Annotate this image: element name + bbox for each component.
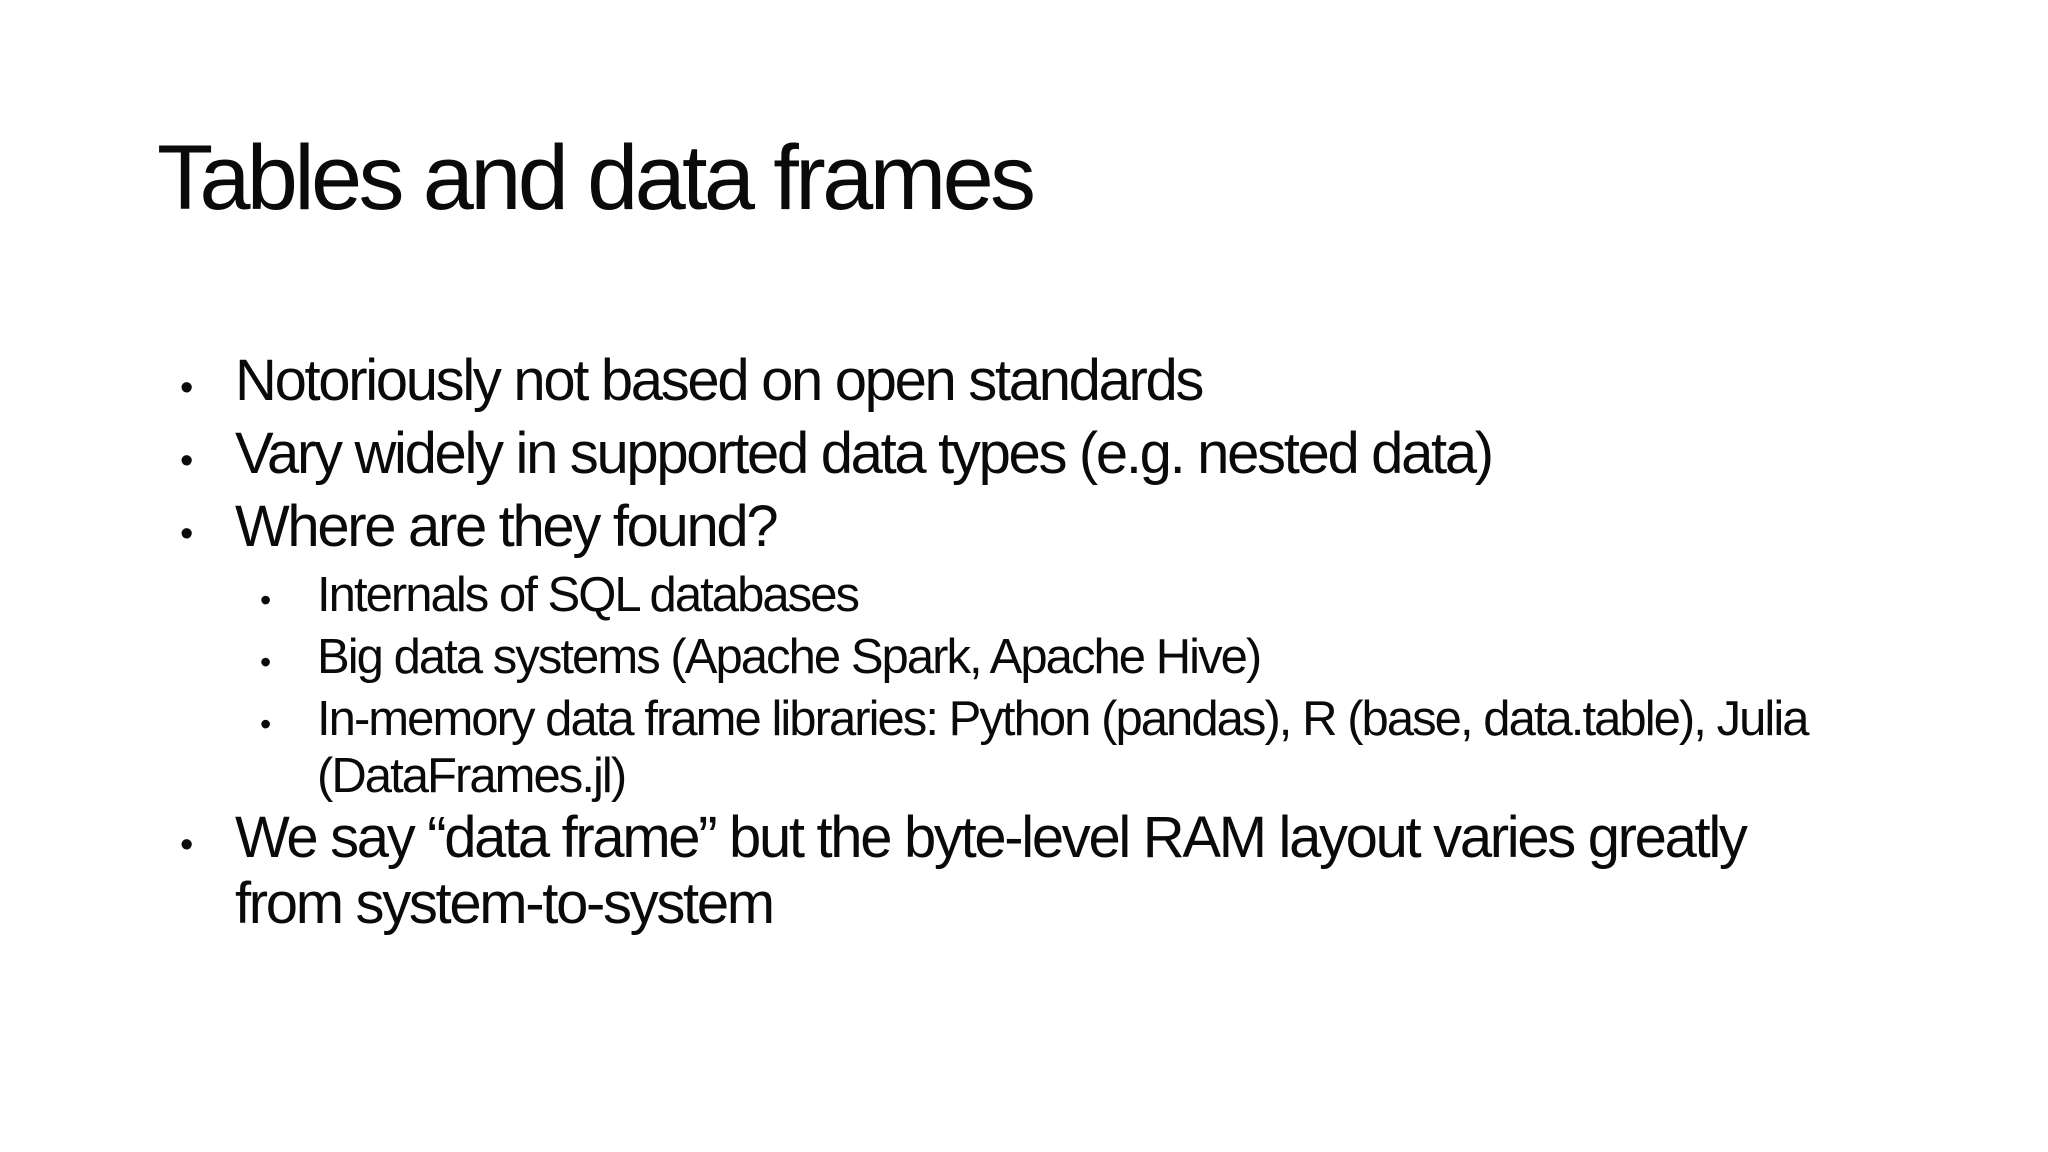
bullet-icon: •: [180, 824, 193, 866]
bullet-icon: •: [260, 582, 271, 618]
bullet-line: Where are they found?: [235, 494, 779, 559]
bullet-item: • Notoriously not based on open standard…: [180, 348, 1970, 421]
bullet-text: Where are they found?: [235, 494, 1970, 560]
bullet-icon: •: [180, 440, 193, 482]
bullet-list: • Notoriously not based on open standard…: [180, 348, 1970, 937]
bullet-line: In-memory data frame libraries: Python (…: [317, 692, 1810, 746]
bullet-text: In-memory data frame libraries: Python (…: [317, 691, 1970, 805]
slide-title: Tables and data frames: [157, 127, 1036, 229]
bullet-text: Big data systems (Apache Spark, Apache H…: [317, 629, 1970, 686]
bullet-icon: •: [180, 367, 193, 409]
bullet-line: Internals of SQL databases: [317, 568, 860, 622]
bullet-icon: •: [260, 706, 271, 742]
bullet-sub-item: • Internals of SQL databases: [260, 567, 1970, 629]
bullet-icon: •: [180, 513, 193, 555]
bullet-item: • Vary widely in supported data types (e…: [180, 421, 1970, 494]
bullet-line: from system-to-system: [235, 871, 775, 936]
bullet-line: Big data systems (Apache Spark, Apache H…: [317, 630, 1262, 684]
bullet-text: Internals of SQL databases: [317, 567, 1970, 624]
bullet-item: • We say “data frame” but the byte-level…: [180, 805, 1970, 937]
bullet-sub-item: • Big data systems (Apache Spark, Apache…: [260, 629, 1970, 691]
bullet-line: Notoriously not based on open standards: [235, 348, 1204, 413]
bullet-text: We say “data frame” but the byte-level R…: [235, 805, 1970, 937]
bullet-line: Vary widely in supported data types (e.g…: [235, 421, 1494, 486]
bullet-line: We say “data frame” but the byte-level R…: [235, 805, 1748, 870]
bullet-icon: •: [260, 644, 271, 680]
bullet-sub-item: • In-memory data frame libraries: Python…: [260, 691, 1970, 805]
bullet-text: Vary widely in supported data types (e.g…: [235, 421, 1970, 487]
bullet-text: Notoriously not based on open standards: [235, 348, 1970, 414]
bullet-line: (DataFrames.jl): [317, 749, 627, 803]
bullet-item: • Where are they found?: [180, 494, 1970, 567]
